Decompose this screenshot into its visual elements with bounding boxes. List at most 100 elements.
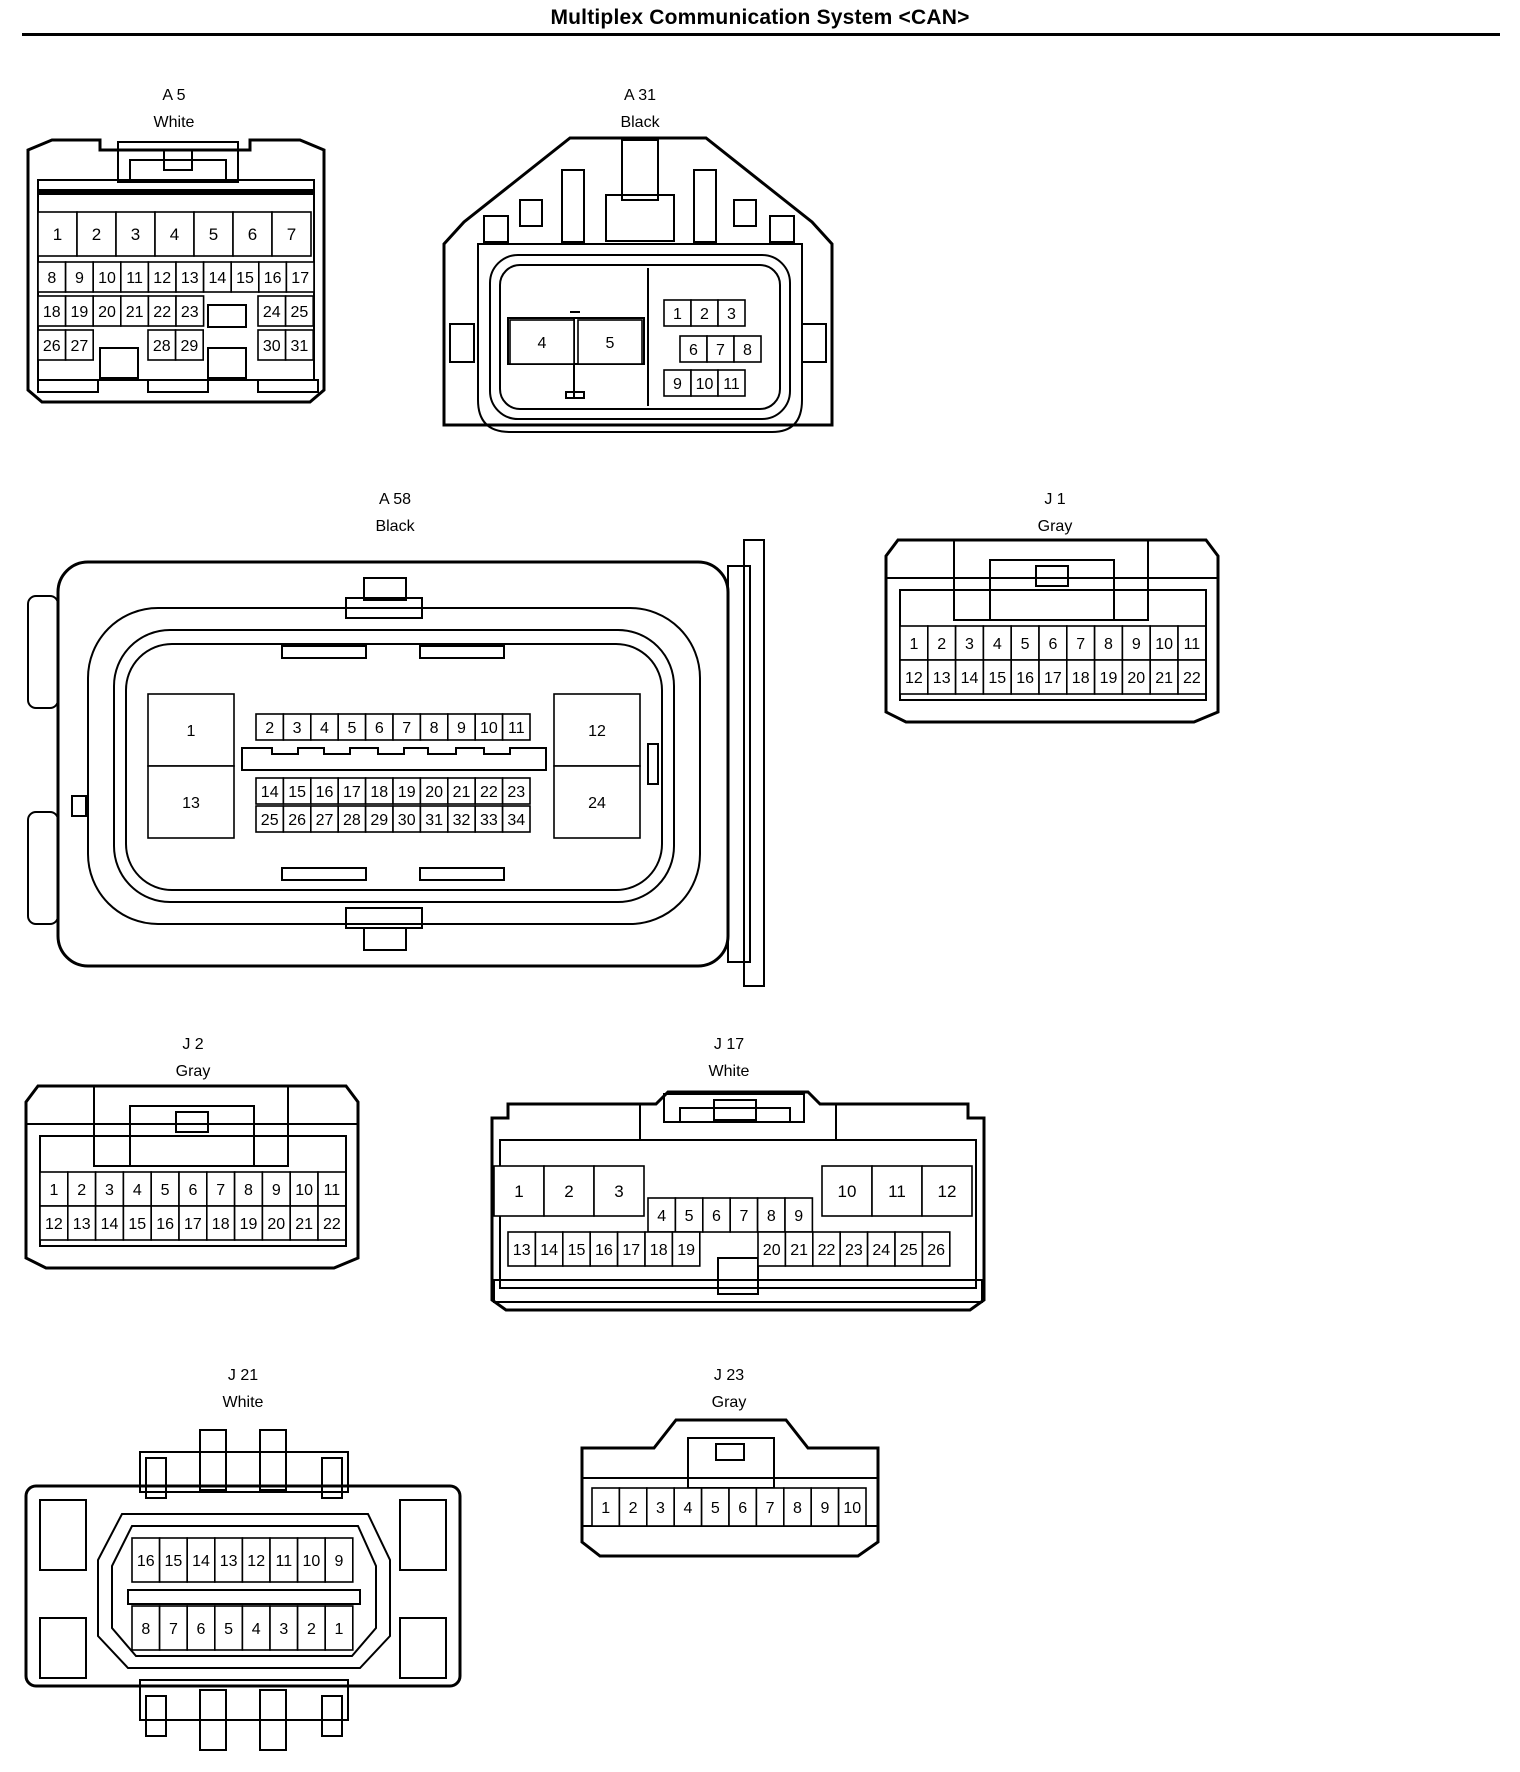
pin-cell [1149,625,1179,661]
pin-number: 18 [370,784,388,801]
pin-number: 4 [133,1182,142,1199]
pin-number: 25 [900,1242,918,1259]
connector-id: J 2 [182,1036,204,1053]
pin-number: 20 [267,1216,285,1233]
pin-cell [474,777,504,805]
pin-cell [507,1231,537,1267]
pin-cell [64,261,94,293]
pin-number: 2 [629,1500,638,1517]
pin-number: 6 [712,1208,721,1225]
pin-number: 12 [247,1553,265,1570]
pin-number: 5 [347,720,356,737]
pin-number: 18 [650,1242,668,1259]
pin-cell [501,805,531,833]
pin-number: 22 [1183,670,1201,687]
pin-cell [255,777,285,805]
pin-number: 9 [457,720,466,737]
pin-number: 7 [402,720,411,737]
connector-id: A 31 [623,87,657,104]
pin-cell [1066,659,1096,695]
pin-cell [700,1487,730,1527]
connector-label-j2: J 2 Gray [83,1031,303,1085]
pin-number: 11 [508,720,525,737]
pin-cell [577,319,643,365]
pin-cell [1177,625,1207,661]
connector-a31-housing [442,136,834,433]
pin-number: 16 [316,784,334,801]
connector-id: A 58 [378,491,412,508]
pin-number: 8 [793,1500,802,1517]
pin-number: 10 [1155,636,1173,653]
pin-cell [269,1537,299,1583]
pin-number: 13 [73,1216,91,1233]
pin-cell [866,1231,896,1267]
pin-number: 30 [263,338,281,355]
pin-cell [392,777,422,805]
pin-cell [364,777,394,805]
pin-number: 4 [538,335,547,352]
pin-cell [618,1487,648,1527]
connector-label-j1: J 1 Gray [945,486,1165,540]
pin-number: 30 [398,812,416,829]
page-title: Multiplex Communication System <CAN> [550,6,970,29]
pin-number: 18 [212,1216,230,1233]
pin-number: 3 [656,1500,665,1517]
pin-cell [269,1605,299,1651]
pin-cell [837,1487,867,1527]
pin-cell [122,1171,153,1207]
pin-cell [733,335,762,363]
pin-number: 20 [763,1242,781,1259]
pin-number: 7 [169,1621,178,1638]
pin-number: 2 [265,720,274,737]
pin-cell [214,1605,244,1651]
pin-cell [553,765,641,839]
pin-number: 5 [161,1182,170,1199]
pin-number: 16 [156,1216,174,1233]
pin-cell [64,295,94,327]
pin-number: 16 [137,1553,155,1570]
connector-color: Black [620,114,660,131]
connector-color: White [222,1394,264,1411]
connector-id: J 1 [1044,491,1066,508]
pin-cell [37,211,78,257]
pin-cell [324,1605,354,1651]
pin-cell [589,1231,619,1267]
pin-number: 23 [181,304,199,321]
pin-number: 9 [820,1500,829,1517]
pin-number: 18 [1072,670,1090,687]
pin-number: 15 [236,270,254,287]
connector-color: White [708,1063,750,1080]
pin-number: 17 [622,1242,640,1259]
pin-cell [92,261,122,293]
pin-cell [232,211,273,257]
pin-number: 27 [316,812,334,829]
pin-number: 26 [288,812,306,829]
pin-number: 11 [888,1182,906,1201]
pin-cell [337,777,367,805]
pin-number: 22 [818,1242,836,1259]
pin-cell [257,261,288,293]
pin-number: 3 [105,1182,114,1199]
pin-number: 5 [685,1208,694,1225]
pin-cell [690,299,719,327]
pin-cell [757,1231,787,1267]
pin-number: 3 [293,720,302,737]
pin-cell [1177,659,1207,695]
connector-a5-housing [26,138,326,404]
pin-cell [645,1487,675,1527]
pin-number: 5 [711,1500,720,1517]
pin-number: 6 [248,225,257,244]
pin-number: 6 [689,342,698,359]
pin-number: 17 [291,270,309,287]
connector-color: Gray [711,1394,747,1411]
pin-cell [782,1487,812,1527]
pin-cell [926,625,957,661]
pin-number: 21 [295,1216,313,1233]
pin-number: 9 [335,1553,344,1570]
pin-number: 12 [45,1216,63,1233]
pin-number: 11 [126,270,143,287]
pin-number: 8 [1104,636,1113,653]
